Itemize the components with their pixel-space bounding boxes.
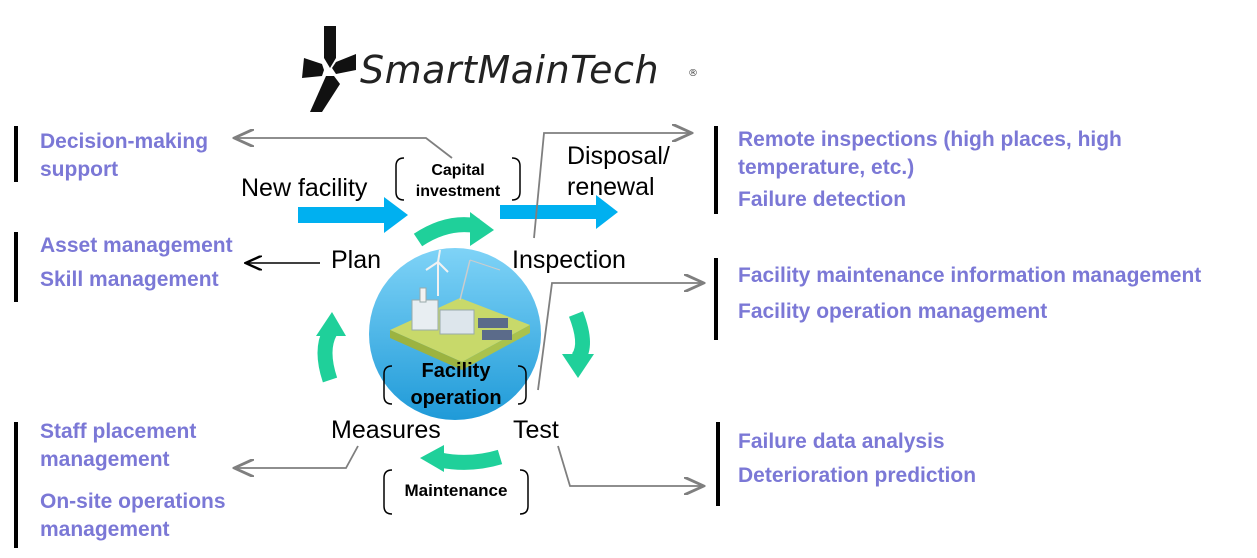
bracket-operation-left [383,365,393,405]
connector-failure [557,445,702,486]
feature-failure-data-analysis: Failure data analysis [738,430,945,453]
logo: SmartMainTech ® [300,24,720,114]
cycle-arrow-bottom [438,449,503,470]
stage-measures: Measures [331,416,441,444]
stage-inspection: Inspection [512,246,626,274]
bar-decision [14,126,18,182]
stage-plan: Plan [331,246,382,274]
registered-mark: ® [688,68,698,79]
feature-failure-detection: Failure detection [738,188,907,211]
logo-x-icon [302,26,356,112]
feature-skill-management: Skill management [40,268,219,291]
bracket-maint-left [383,469,393,515]
bar-remote [714,126,718,214]
blue-arrow-right [500,195,618,229]
bar-staff [14,422,18,548]
stage-new-facility: New facility [241,174,368,202]
label-maintenance: Maintenance [404,481,508,500]
feature-facility-operation-mgmt: Facility operation management [738,300,1048,323]
feature-deterioration-prediction: Deterioration prediction [738,464,977,487]
connector-remote [533,133,690,239]
bracket-operation-right [517,365,527,405]
stage-disposal-renewal: Disposal/ renewal [567,142,670,201]
bar-failure [716,422,720,506]
connector-staff [236,445,359,468]
feature-staff-placement: Staff placement management [40,420,197,471]
connector-facility-info [537,283,702,391]
bracket-maint-right [519,469,529,515]
stage-test: Test [513,416,559,444]
blue-arrow-left [298,197,408,233]
label-facility-operation: Facility operation [410,360,502,409]
feature-decision-making: Decision-making support [40,130,209,181]
feature-onsite-operations: On-site operations management [40,490,226,541]
feature-remote-inspections: Remote inspections (high places, high te… [738,128,1122,179]
bracket-capital-right [511,157,521,201]
cycle-arrow-left [317,328,338,383]
feature-asset-management: Asset management [40,234,233,257]
bar-asset [14,232,18,302]
bracket-capital-left [395,157,405,201]
connector-decision [236,138,453,159]
cycle-arrow-right [568,311,590,363]
feature-facility-maintenance-info: Facility maintenance information managem… [738,264,1202,287]
label-capital-investment: Capital investment [415,162,501,200]
facility-plant-icon [390,249,530,370]
logo-wordmark: SmartMainTech [360,48,660,92]
bar-facility-info [714,258,718,340]
cycle-arrow-top [413,217,480,247]
